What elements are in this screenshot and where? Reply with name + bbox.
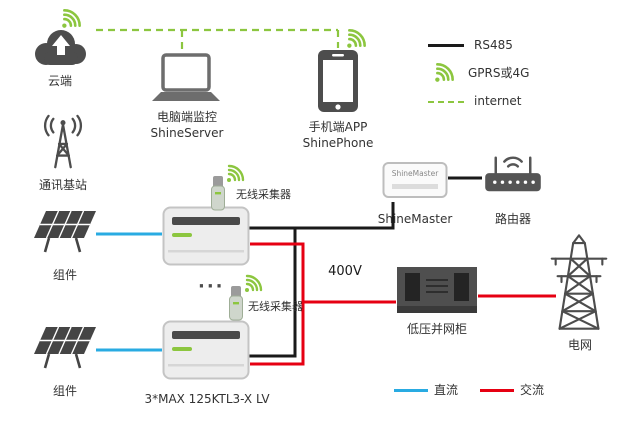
phone-icon bbox=[318, 50, 358, 112]
cabinet-icon bbox=[397, 267, 477, 313]
phone-label-line1: 手机端APP bbox=[308, 120, 368, 134]
gprs-signal-icon-collector-bottom bbox=[245, 274, 263, 292]
upload-arrow-icon bbox=[52, 35, 70, 55]
wireless-collector-icon-bottom bbox=[229, 286, 243, 321]
grid-tower-icon bbox=[550, 234, 608, 330]
rs485-line-inverters bbox=[248, 202, 395, 358]
dc-line bbox=[96, 232, 162, 352]
inverter-logo bbox=[172, 233, 192, 237]
inverter-icon-bottom bbox=[162, 320, 250, 380]
server-label-line2: ShineServer bbox=[150, 126, 224, 140]
panel-label-bottom: 组件 bbox=[52, 384, 77, 398]
internet-dashed-line bbox=[96, 28, 340, 52]
phone-label-line2: ShinePhone bbox=[302, 136, 374, 150]
legend-internet-label: internet bbox=[474, 94, 522, 108]
wireless-collector-icon-top bbox=[211, 176, 225, 211]
laptop-icon bbox=[152, 53, 220, 101]
cloud-icon bbox=[35, 30, 86, 65]
gprs-signal-icon-phone bbox=[347, 29, 366, 48]
ac-line bbox=[250, 242, 556, 366]
voltage-label: 400V bbox=[328, 264, 362, 279]
solar-panel-icon-top bbox=[34, 210, 96, 253]
cabinet-label: 低压并网柜 bbox=[406, 322, 467, 336]
grid-label: 电网 bbox=[567, 338, 592, 352]
gprs-signal-icon-cloud bbox=[62, 9, 81, 28]
inverter-logo bbox=[172, 347, 192, 351]
inverter-model-label: 3*MAX 125KTL3-X LV bbox=[144, 392, 270, 406]
server-label-line1: 电脑端监控 bbox=[156, 110, 217, 124]
shinemaster-label: ShineMaster bbox=[377, 212, 453, 226]
ellipsis-dots: ··· bbox=[198, 276, 225, 297]
legend-dc-label: 直流 bbox=[434, 383, 459, 397]
router-icon bbox=[485, 156, 541, 192]
legend-rs485-label: RS485 bbox=[474, 38, 513, 52]
solar-panel-icon-bottom bbox=[34, 326, 96, 369]
collector-label-bottom: 无线采集器 bbox=[248, 300, 303, 313]
shinemaster-device-text: ShineMaster bbox=[392, 169, 439, 178]
comm-tower-icon bbox=[44, 114, 82, 169]
legend-ac-line bbox=[480, 389, 514, 392]
comm-tower-label: 通讯基站 bbox=[38, 178, 87, 192]
gprs-signal-icon-collector-top bbox=[227, 164, 245, 182]
legend-dc-line bbox=[394, 389, 428, 392]
router-label: 路由器 bbox=[494, 212, 531, 226]
collector-label-top: 无线采集器 bbox=[236, 188, 291, 201]
cloud-label: 云端 bbox=[47, 74, 72, 88]
shinemaster-icon: ShineMaster bbox=[382, 162, 448, 198]
panel-label-top: 组件 bbox=[52, 268, 77, 282]
inverter-icon-top bbox=[162, 206, 250, 266]
legend-ac-label: 交流 bbox=[520, 383, 545, 397]
legend-internet-line bbox=[428, 101, 464, 103]
legend-rs485-line bbox=[428, 44, 464, 47]
legend-gprs-label: GPRS或4G bbox=[468, 66, 530, 80]
gprs-signal-icon-legend bbox=[435, 63, 454, 82]
